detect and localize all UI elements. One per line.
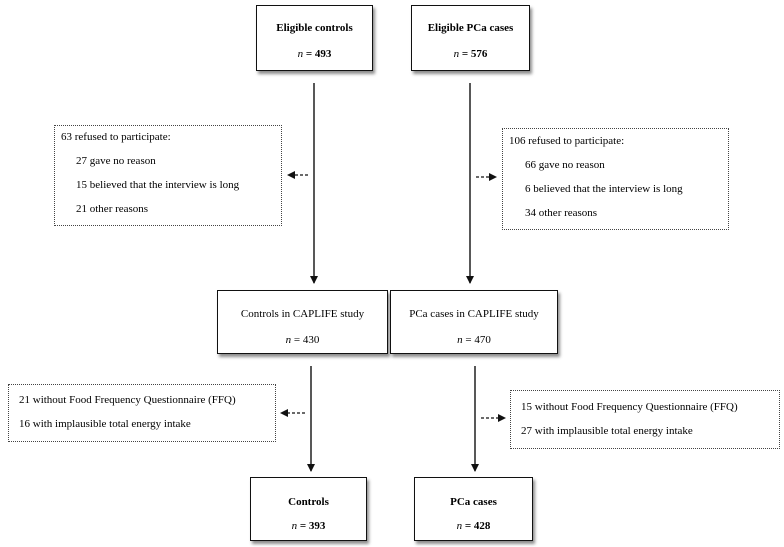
box-count: n = 470 xyxy=(457,334,491,346)
note-item: 6 believed that the interview is long xyxy=(525,183,683,195)
box-eligible-controls: Eligible controls n = 493 xyxy=(256,5,373,71)
note-item: 15 believed that the interview is long xyxy=(76,179,240,191)
note-item: 21 without Food Frequency Questionnaire … xyxy=(19,394,236,406)
box-title: Eligible PCa cases xyxy=(427,22,514,34)
box-eligible-cases: Eligible PCa cases n = 576 xyxy=(411,5,530,71)
box-count: n = 576 xyxy=(453,48,488,60)
note-header: 63 refused to participate: xyxy=(61,131,171,143)
note-item: 27 with implausible total energy intake xyxy=(521,425,693,437)
box-count: n = 430 xyxy=(285,334,320,346)
box-count: n = 428 xyxy=(456,520,491,532)
note-cases-excluded: 15 without Food Frequency Questionnaire … xyxy=(510,390,780,449)
note-item: 15 without Food Frequency Questionnaire … xyxy=(521,401,738,413)
box-title: PCa cases in CAPLIFE study xyxy=(409,308,539,320)
box-count: n = 393 xyxy=(291,520,326,532)
box-title: PCa cases xyxy=(450,496,497,508)
note-item: 34 other reasons xyxy=(525,207,598,219)
box-title: Controls xyxy=(288,496,329,508)
note-item: 21 other reasons xyxy=(76,203,149,215)
note-controls-excluded: 21 without Food Frequency Questionnaire … xyxy=(8,384,276,442)
box-cases-study: PCa cases in CAPLIFE study n = 470 xyxy=(390,290,558,354)
note-item: 27 gave no reason xyxy=(76,155,156,167)
box-count: n = 493 xyxy=(297,48,332,60)
note-item: 16 with implausible total energy intake xyxy=(19,418,191,430)
note-controls-refused: 63 refused to participate: 27 gave no re… xyxy=(54,125,282,226)
box-cases-final: PCa cases n = 428 xyxy=(414,477,533,541)
box-title: Eligible controls xyxy=(276,22,353,34)
box-title: Controls in CAPLIFE study xyxy=(240,308,365,320)
note-cases-refused: 106 refused to participate: 66 gave no r… xyxy=(502,128,729,230)
box-controls-final: Controls n = 393 xyxy=(250,477,367,541)
note-item: 66 gave no reason xyxy=(525,159,605,171)
box-controls-study: Controls in CAPLIFE study n = 430 xyxy=(217,290,388,354)
note-header: 106 refused to participate: xyxy=(509,135,625,147)
